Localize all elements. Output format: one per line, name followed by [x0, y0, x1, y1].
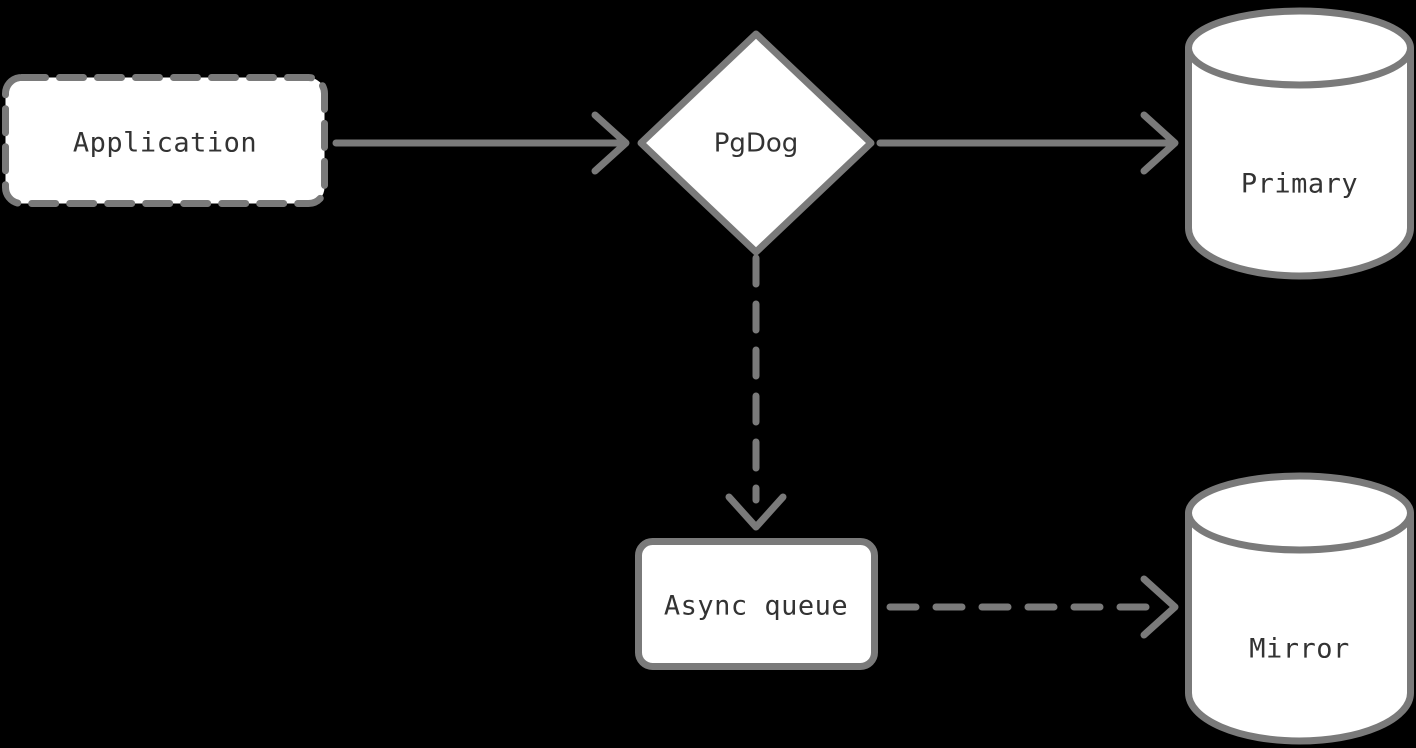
- pgdog-label: PgDog: [714, 129, 799, 159]
- async-queue-box[interactable]: [635, 538, 878, 670]
- primary-label: Primary: [1241, 169, 1358, 200]
- mirror-label: Mirror: [1249, 634, 1350, 665]
- node-application[interactable]: Application: [2, 74, 328, 207]
- edge-pgdog-to-async-queue[interactable]: [725, 254, 787, 531]
- mirror-cylinder-body[interactable]: [1185, 509, 1414, 745]
- async-queue-label: Async queue: [664, 591, 848, 622]
- edge-pgdog-to-async-queue-arrowhead-icon: [725, 493, 787, 531]
- edge-pgdog-to-primary-arrowhead-icon: [1140, 111, 1179, 175]
- node-primary[interactable]: Primary: [1185, 7, 1414, 280]
- edge-async-queue-to-mirror-arrowhead-icon: [1140, 575, 1179, 639]
- primary-cylinder-top: [1185, 7, 1414, 89]
- node-pgdog[interactable]: PgDog: [637, 30, 875, 256]
- node-async-queue[interactable]: Async queue: [635, 538, 878, 670]
- application-box[interactable]: [2, 74, 328, 207]
- application-label: Application: [73, 128, 257, 159]
- primary-cylinder-body[interactable]: [1185, 44, 1414, 280]
- node-mirror[interactable]: Mirror: [1185, 472, 1414, 745]
- edge-application-to-pgdog-arrowhead-icon: [591, 111, 630, 175]
- edge-application-to-pgdog[interactable]: [332, 111, 630, 175]
- edge-async-queue-to-mirror[interactable]: [886, 575, 1179, 639]
- pgdog-diamond[interactable]: [637, 30, 875, 256]
- mirror-cylinder-top: [1185, 472, 1414, 554]
- edge-pgdog-to-primary[interactable]: [876, 111, 1179, 175]
